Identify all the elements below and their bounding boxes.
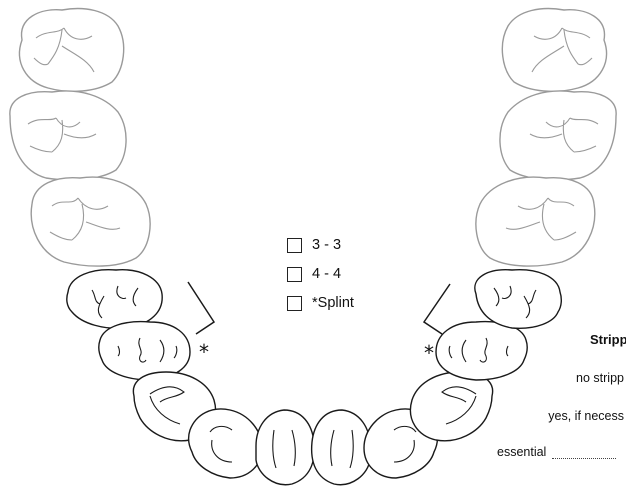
tooth-right-canine	[409, 371, 494, 442]
option-3-3[interactable]: 3 - 3	[287, 235, 341, 255]
option-3-3-label: 3 - 3	[312, 237, 342, 253]
tooth-left-lateral-incisor	[187, 408, 263, 479]
checkbox-splint[interactable]	[287, 295, 302, 311]
left-splint-marker: *	[199, 340, 209, 364]
tooth-right-3rd-molar	[501, 7, 608, 93]
stripping-option-essential: essential	[497, 445, 626, 459]
tooth-left-1st-molar	[30, 176, 151, 267]
stripping-option-essential-label: essential	[497, 445, 547, 459]
stripping-option-no: no stripp	[576, 371, 624, 385]
option-4-4[interactable]: 4 - 4	[287, 264, 341, 284]
checkbox-4-4[interactable]	[287, 266, 302, 282]
option-4-4-label: 4 - 4	[312, 266, 342, 282]
option-splint[interactable]: *Splint	[287, 293, 354, 313]
tooth-right-central-incisor	[310, 409, 371, 486]
left-splint-bracket	[187, 281, 216, 335]
tooth-right-1st-premolar	[435, 320, 529, 381]
essential-blank-line[interactable]	[552, 448, 617, 459]
right-splint-bracket	[422, 283, 451, 335]
stripping-title: Stripp	[590, 332, 626, 347]
option-splint-label: *Splint	[312, 295, 354, 311]
tooth-left-3rd-molar	[18, 7, 125, 93]
stripping-option-if-necessary: yes, if necess	[548, 409, 624, 423]
tooth-right-1st-molar	[475, 176, 596, 267]
tooth-right-2nd-molar	[499, 90, 617, 181]
tooth-left-2nd-molar	[9, 90, 127, 181]
right-splint-marker: *	[424, 341, 434, 365]
checkbox-3-3[interactable]	[287, 237, 302, 253]
tooth-right-2nd-premolar	[474, 269, 563, 329]
tooth-left-1st-premolar	[97, 320, 191, 381]
tooth-left-2nd-premolar	[66, 269, 163, 330]
tooth-left-central-incisor	[255, 409, 316, 486]
